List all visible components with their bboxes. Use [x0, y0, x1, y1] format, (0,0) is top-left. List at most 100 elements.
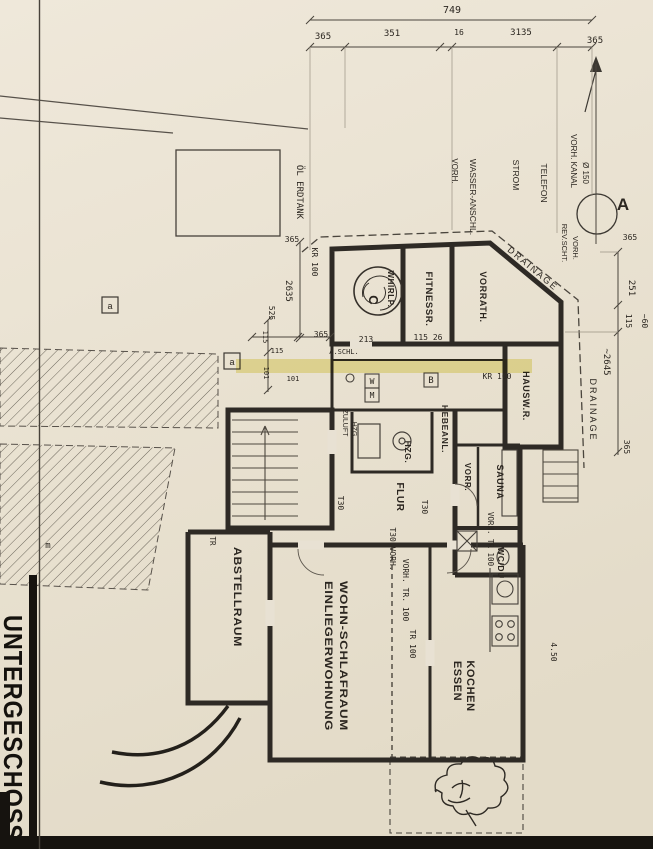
spa-block-walls [329, 240, 564, 347]
room-hauswirtschaft: HAUSW.R. [521, 371, 531, 421]
kitchen-stove [491, 615, 519, 647]
label-telefon: TELEFON [539, 163, 549, 202]
room-fitness: FITNESSR. [423, 271, 434, 326]
dim-213: 213 [359, 335, 374, 344]
grid-marker-1: a [107, 301, 112, 311]
heizraum-walls [350, 412, 434, 474]
label-zuluft-hzg: HZG. [350, 422, 357, 439]
room-abstellraum: ABSTELLRAUM [231, 547, 243, 647]
room-einlieger-1: EINLIEGERWOHNUNG [322, 581, 334, 731]
exterior-stair [542, 449, 579, 503]
left-black-bar [29, 575, 37, 838]
label-oel-tank: ÖL ERDTANK [294, 165, 305, 220]
lower-block-perimeter [267, 532, 526, 763]
hatched-area-upper [0, 347, 219, 429]
dim-right-365a: 365 [623, 233, 638, 242]
right-wing-outer-wall [455, 447, 523, 578]
laundry-fixtures [345, 372, 439, 403]
whirlpool-symbol-group [353, 266, 403, 316]
room-vorrat: VORRATH. [478, 271, 488, 322]
label-hebeanlage-b: B [428, 376, 433, 386]
dim-total-top: 749 [443, 5, 461, 16]
dim-left-365: 365 [285, 235, 300, 244]
dim-450: 4.50 [549, 642, 558, 661]
dim-115-left2: 115 [271, 347, 284, 355]
boundary-lines [0, 95, 309, 134]
hatched-areas [0, 347, 219, 591]
dim-mid-365: 365 [314, 330, 329, 339]
dim-top-seg5: 365 [587, 36, 603, 46]
label-dryer: M [370, 391, 375, 400]
door-tr: TR [208, 536, 217, 546]
label-kanal: VORH. KANAL [569, 134, 578, 188]
dim-top-seg3: 16 [454, 28, 464, 37]
section-letter: A [617, 195, 629, 214]
kitchen-fixtures [489, 568, 519, 652]
label-washer: W [370, 377, 375, 386]
floor-drain [345, 373, 355, 383]
door-vorh-tr100-b: VORH. TR. 100 [401, 559, 410, 622]
sauna-bench [501, 449, 518, 517]
room-whirlpool: WHIRLP. [386, 271, 395, 308]
room-vorraum: VORR. [463, 463, 472, 491]
boiler-fixtures [357, 423, 412, 459]
dim-251: 251 [626, 280, 636, 296]
dim-525: 525 [267, 306, 276, 321]
room-sauna: SAUNA [495, 464, 505, 499]
dryer-box [364, 387, 380, 403]
dim-115-right: 115 [624, 314, 633, 329]
driveway-path [99, 704, 242, 788]
label-rev-vorh: VORH. [571, 236, 580, 260]
page-edges [0, 575, 653, 849]
label-wasser-vorh: VORH. [450, 158, 459, 183]
interior-stairs [232, 419, 298, 520]
door-t30-a: T30 [336, 496, 345, 511]
room-hebeanlage: HEBEANL. [440, 405, 450, 453]
room-wc-du: WC/DU [496, 547, 506, 579]
label-drainage-right: DRAINAGE [588, 378, 598, 441]
dim-right-365b: 365 [622, 440, 631, 455]
yellow-highlight-mark [236, 359, 532, 373]
stair-room-walls [225, 407, 335, 531]
extension-lines [309, 47, 618, 333]
room-kochen: KOCHEN [464, 660, 476, 711]
label-rev-schacht: REV.SCHT. [560, 224, 569, 263]
tree-symbol [434, 756, 509, 827]
section-arrow-line [584, 69, 597, 113]
hatched-area-lower [0, 443, 176, 591]
drainage-dashed-line [301, 230, 585, 469]
door-vorh-tr100-a: VORH. TR 100 [486, 512, 495, 567]
abstell-outer-walls [185, 532, 270, 706]
dim-2645: ~2645 [601, 348, 611, 375]
grid-marker-box-1 [101, 296, 119, 314]
room-heizung: HZG. [403, 441, 413, 464]
note-m: m [45, 541, 50, 551]
door-openings [265, 339, 471, 666]
dim-top-seg4: 3135 [510, 28, 532, 38]
label-kanal-dn: Ø 150 [581, 162, 590, 184]
hauswirtschaft-walls [502, 344, 564, 450]
kitchen-sink [491, 573, 519, 605]
bottom-black-bar [0, 836, 653, 849]
dim-115-26: 115 26 [414, 333, 443, 342]
label-wasser: WASSER-ANSCHL. [468, 159, 478, 235]
dim-top-seg2: 351 [384, 29, 400, 39]
room-essen: ESSEN [451, 661, 463, 701]
dim-101-left2: 101 [287, 375, 300, 383]
room-einlieger-2: WOHN-SCHLAFRAUM [337, 581, 349, 731]
dim-115-left1: 115 [261, 331, 269, 344]
label-aschl: A.SCHL. [329, 348, 359, 356]
room-flur: FLUR [394, 482, 405, 511]
door-t30-b: T30 [420, 500, 429, 515]
dim-60: ~60 [640, 314, 649, 329]
dim-top-seg1: 365 [315, 32, 331, 42]
labels-layer: 749 365 351 16 3135 365 A 365 365 365 21… [0, 5, 649, 841]
wc-bowl [496, 548, 510, 566]
label-strom: STROM [511, 160, 521, 191]
dim-2635: 2635 [283, 280, 293, 302]
whirlpool-symbol-letter: C [366, 295, 381, 305]
terrace-dashed-outline [389, 756, 524, 834]
label-kr100-right: KR 100 [483, 372, 512, 381]
